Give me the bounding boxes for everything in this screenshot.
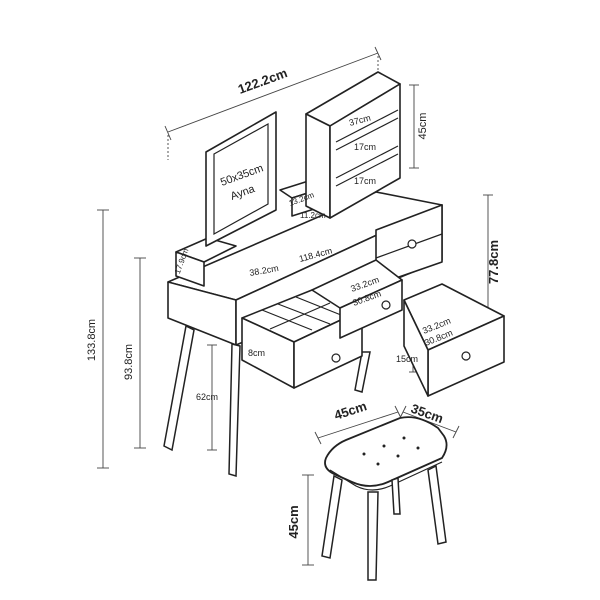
drawer-front-height-label: 15cm <box>396 354 418 364</box>
leg-height-label: 62cm <box>196 392 218 402</box>
middle-drawer-open <box>311 259 403 339</box>
total-height-label: 133.8cm <box>86 319 98 361</box>
stool-height-label: 45cm <box>286 505 301 538</box>
vanity-table <box>167 191 443 346</box>
depth-label: 77.8cm <box>486 240 501 284</box>
knob-icon <box>407 239 417 249</box>
shelf-height-label: 45cm <box>417 113 429 140</box>
knob-icon <box>331 353 341 363</box>
right-drawer-open <box>403 283 505 397</box>
side-panel <box>175 237 237 287</box>
shelf-spacing-1-label: 17cm <box>354 142 376 152</box>
drawer-height-label: 8cm <box>248 348 265 358</box>
knob-icon <box>461 351 471 361</box>
total-width-label: 122.2cm <box>236 65 289 97</box>
shelf-unit <box>305 71 401 219</box>
mirror <box>205 111 277 247</box>
stool-width-label: 45cm <box>332 398 368 423</box>
small-box-depth-label: 11.2cm <box>300 211 326 220</box>
shelf-spacing-2-label: 17cm <box>354 176 376 186</box>
desk-height-label: 93.8cm <box>123 344 135 380</box>
knob-icon <box>381 300 391 310</box>
stool <box>321 416 448 581</box>
